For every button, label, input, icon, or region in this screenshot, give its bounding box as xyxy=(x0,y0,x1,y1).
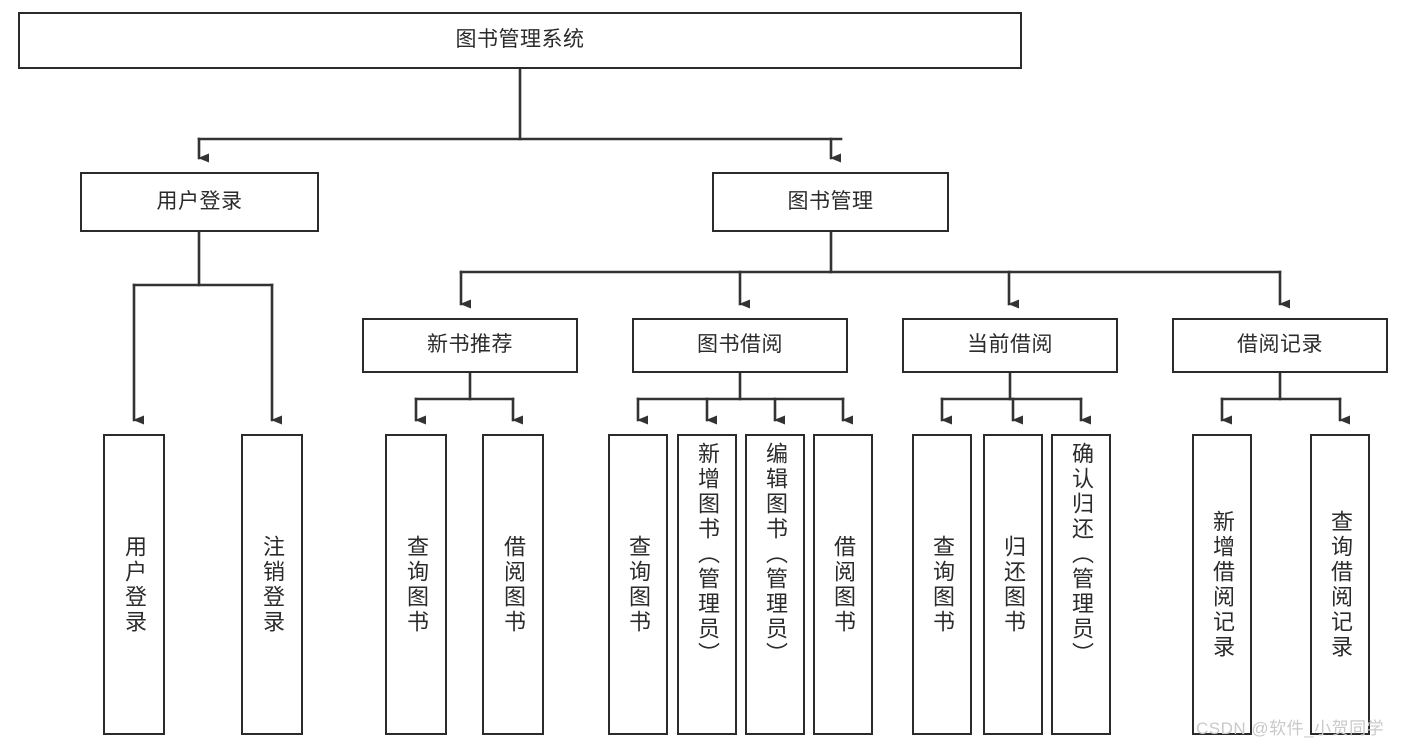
node-leaf-return-book[interactable]: 归还图书 xyxy=(983,434,1043,735)
node-leaf-user-logout[interactable]: 注销登录 xyxy=(241,434,303,735)
edge-new-book-rec-to-leaves xyxy=(414,371,523,425)
csdn-watermark: CSDN @软件_小贺同学 xyxy=(1196,719,1385,738)
node-leaf-add-borrow-record-label: 新增借阅记录 xyxy=(1210,509,1235,660)
node-leaf-confirm-return[interactable]: 确认归还（管理员） xyxy=(1051,434,1111,735)
node-leaf-query-borrow-record[interactable]: 查询借阅记录 xyxy=(1310,434,1370,735)
node-leaf-user-login[interactable]: 用户登录 xyxy=(103,434,165,735)
node-leaf-query-borrow-record-label: 查询借阅记录 xyxy=(1328,509,1353,660)
node-root-label: 图书管理系统 xyxy=(455,28,585,52)
node-leaf-borrow-book-label: 借阅图书 xyxy=(831,534,856,635)
node-leaf-user-logout-label: 注销登录 xyxy=(260,534,285,635)
node-new-book-rec[interactable]: 新书推荐 xyxy=(362,318,578,373)
node-borrow-record[interactable]: 借阅记录 xyxy=(1172,318,1388,373)
edge-root-to-level1 xyxy=(197,67,843,163)
node-leaf-user-login-label: 用户登录 xyxy=(122,534,147,635)
node-leaf-edit-book[interactable]: 编辑图书（管理员） xyxy=(745,434,805,735)
node-leaf-borrow-book[interactable]: 借阅图书 xyxy=(813,434,873,735)
node-book-borrow[interactable]: 图书借阅 xyxy=(632,318,848,373)
node-leaf-borrow-book-rec-label: 借阅图书 xyxy=(501,534,526,635)
node-leaf-borrow-book-rec[interactable]: 借阅图书 xyxy=(482,434,544,735)
edge-current-borrow-to-leaves xyxy=(940,371,1091,425)
node-leaf-query-book-borrow-label: 查询图书 xyxy=(626,534,651,635)
edge-book-manage-to-level2 xyxy=(459,230,1290,309)
node-book-borrow-label: 图书借阅 xyxy=(697,333,783,357)
node-user-login-label: 用户登录 xyxy=(156,189,243,213)
node-leaf-add-book[interactable]: 新增图书（管理员） xyxy=(677,434,737,735)
node-leaf-add-book-label: 新增图书（管理员） xyxy=(695,442,720,667)
node-borrow-record-label: 借阅记录 xyxy=(1237,333,1323,357)
node-user-login[interactable]: 用户登录 xyxy=(80,172,319,232)
node-leaf-return-book-label: 归还图书 xyxy=(1001,534,1026,635)
node-leaf-query-book-rec[interactable]: 查询图书 xyxy=(385,434,447,735)
node-current-borrow[interactable]: 当前借阅 xyxy=(902,318,1118,373)
node-current-borrow-label: 当前借阅 xyxy=(967,333,1053,357)
node-leaf-query-book-borrow[interactable]: 查询图书 xyxy=(608,434,668,735)
node-leaf-query-book-current[interactable]: 查询图书 xyxy=(912,434,972,735)
node-leaf-confirm-return-label: 确认归还（管理员） xyxy=(1069,442,1094,667)
node-root[interactable]: 图书管理系统 xyxy=(18,12,1022,69)
edge-user-login-to-leaves xyxy=(132,230,282,425)
node-leaf-query-book-rec-label: 查询图书 xyxy=(404,534,429,635)
node-leaf-edit-book-label: 编辑图书（管理员） xyxy=(763,442,788,667)
edge-borrow-record-to-leaves xyxy=(1220,371,1350,425)
node-leaf-add-borrow-record[interactable]: 新增借阅记录 xyxy=(1192,434,1252,735)
node-leaf-query-book-current-label: 查询图书 xyxy=(930,534,955,635)
node-new-book-rec-label: 新书推荐 xyxy=(427,333,513,357)
node-book-manage[interactable]: 图书管理 xyxy=(712,172,949,232)
node-book-manage-label: 图书管理 xyxy=(787,189,874,213)
edge-book-borrow-to-leaves xyxy=(636,371,853,425)
